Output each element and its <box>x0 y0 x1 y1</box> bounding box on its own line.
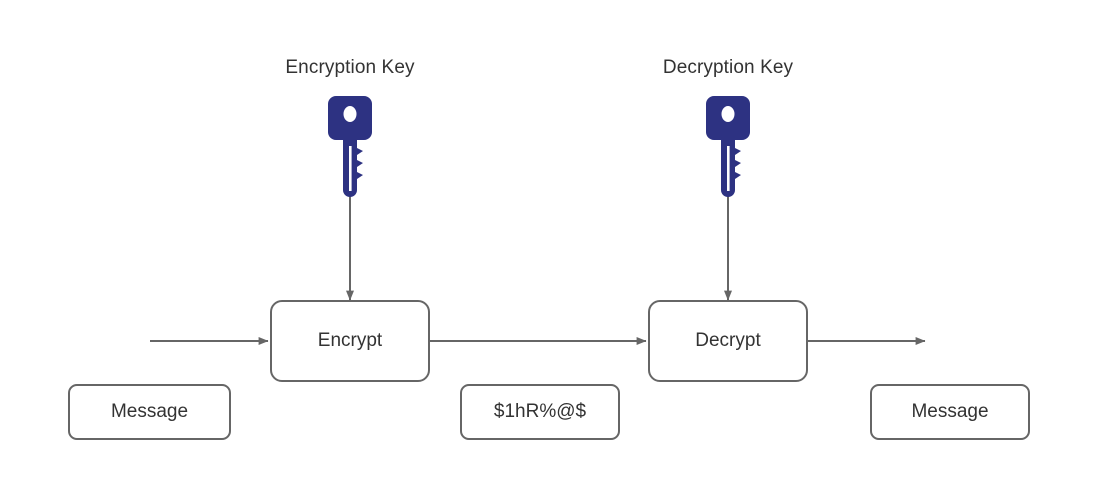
ciphertext-box[interactable]: $1hR%@$ <box>460 384 620 440</box>
encryption-key-label: Encryption Key <box>285 57 415 78</box>
key-icon <box>328 96 372 203</box>
decrypt-process-box[interactable]: Decrypt <box>648 300 808 382</box>
plaintext-message-box-output[interactable]: Message <box>870 384 1030 440</box>
decryption-key-label: Decryption Key <box>662 57 794 78</box>
plaintext-message-box-input[interactable]: Message <box>68 384 231 440</box>
key-icon <box>706 96 750 203</box>
encrypt-process-box[interactable]: Encrypt <box>270 300 430 382</box>
